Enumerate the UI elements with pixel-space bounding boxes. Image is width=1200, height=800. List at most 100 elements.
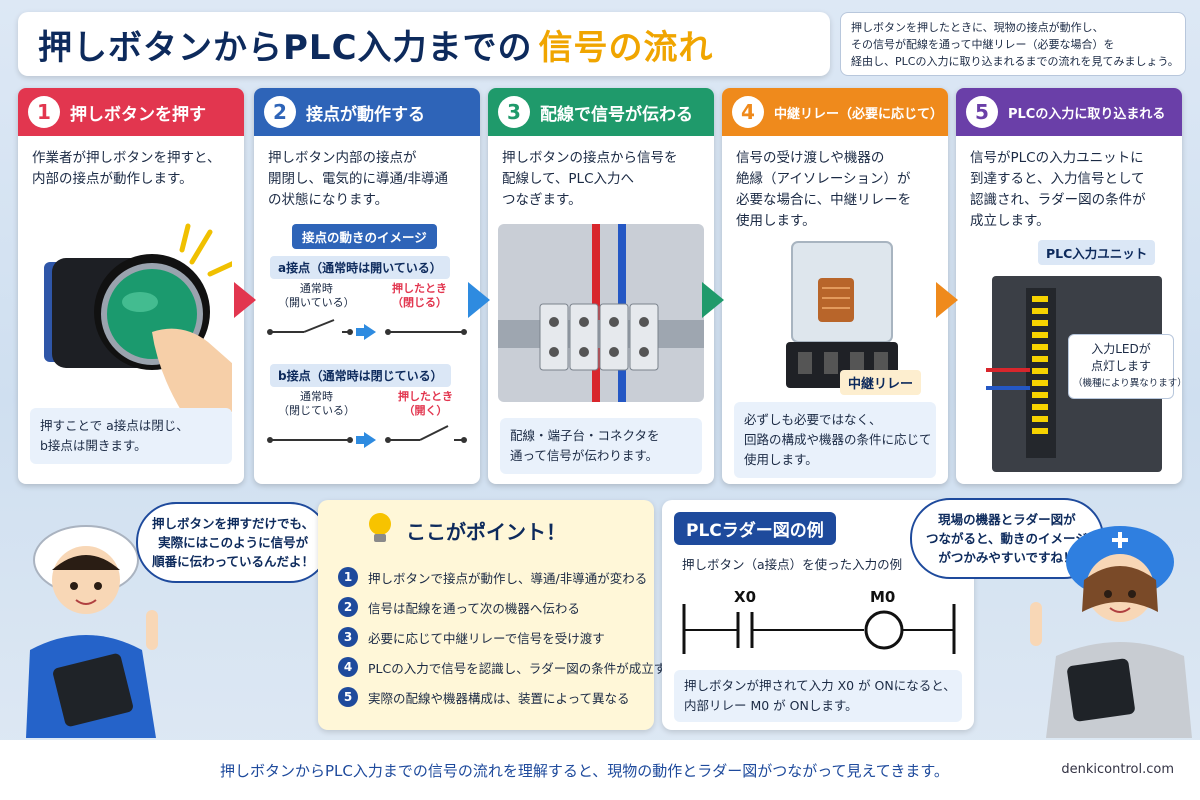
point-number: 2 xyxy=(338,597,358,617)
a-pressed-label: 押したとき （閉じる） xyxy=(392,282,447,310)
desc-line: 内部の接点が動作します。 xyxy=(32,171,193,187)
note-line: 回路の構成や機器の条件に応じて xyxy=(744,432,932,447)
note-line: 内部リレー M0 が ONします。 xyxy=(684,698,858,713)
ladder-note: 押しボタンが押されて入力 X0 が ONになると、 内部リレー M0 が ONし… xyxy=(674,670,962,722)
desc-line: 押しボタンの接点から信号を xyxy=(502,150,678,166)
b-contact-label: b接点（通常時は閉じている） xyxy=(270,364,451,387)
point-number: 3 xyxy=(338,627,358,647)
point-text: PLCの入力で信号を認識し、ラダー図の条件が成立する xyxy=(368,660,679,676)
point-item: 1 押しボタンで接点が動作し、導通/非導通が変わる xyxy=(338,566,647,588)
engineer-character-left xyxy=(26,525,158,738)
contact-panel-title: 接点の動きのイメージ xyxy=(292,224,437,249)
step-header: 3 配線で信号が伝わる xyxy=(488,88,714,136)
desc-line: 開閉し、電気的に導通/非導通 xyxy=(268,171,449,187)
b-normal-label: 通常時 （閉じている） xyxy=(278,390,355,418)
step-description: 信号の受け渡しや機器の 絶縁（アイソレーション）が 必要な場合に、中継リレーを … xyxy=(722,136,948,232)
step-description: 押しボタン内部の接点が 開閉し、電気的に導通/非導通 の状態になります。 xyxy=(254,136,480,211)
note-line: 押すことで a接点は閉じ、 xyxy=(40,418,189,433)
note-line: 通って信号が伝わります。 xyxy=(510,448,659,463)
speech-bubble-right: 現場の機器とラダー図が つながると、動きのイメージ がつかみやすいですね！ xyxy=(910,498,1104,579)
point-item: 2 信号は配線を通って次の機器へ伝わる xyxy=(338,596,580,618)
step-card-5: 5 PLCの入力に取り込まれる 信号がPLCの入力ユニットに 到達すると、入力信… xyxy=(956,88,1182,484)
step-card-1: 1 押しボタンを押す 作業者が押しボタンを押すと、 内部の接点が動作します。 押… xyxy=(18,88,244,484)
desc-line: 使用します。 xyxy=(736,213,816,229)
point-item: 4 PLCの入力で信号を認識し、ラダー図の条件が成立する xyxy=(338,656,679,678)
ladder-title: PLCラダー図の例 xyxy=(674,512,836,545)
ladder-diagram: X0 M0 xyxy=(682,588,956,654)
note-line: 入力LEDが xyxy=(1091,342,1151,356)
ladder-contact-label: X0 xyxy=(734,588,756,606)
point-item: 3 必要に応じて中継リレーで信号を受け渡す xyxy=(338,626,605,648)
speech-line: 押しボタンを押すだけでも、 xyxy=(152,516,315,531)
step-description: 作業者が押しボタンを押すと、 内部の接点が動作します。 xyxy=(18,136,244,190)
step-header: 5 PLCの入力に取り込まれる xyxy=(956,88,1182,136)
step-description: 押しボタンの接点から信号を 配線して、PLC入力へ つなぎます。 xyxy=(488,136,714,211)
step-note: 必ずしも必要ではなく、 回路の構成や機器の条件に応じて 使用します。 xyxy=(734,402,936,478)
step-number: 5 xyxy=(966,96,998,128)
intro-line: その信号が配線を通って中継リレー（必要な場合）を xyxy=(851,38,1115,51)
a-normal-label: 通常時 （開いている） xyxy=(278,282,355,310)
note-line: 配線・端子台・コネクタを xyxy=(510,428,660,443)
step-title: 配線で信号が伝わる xyxy=(540,104,693,125)
title-bar: 押しボタンからPLC入力までの 信号の流れ xyxy=(18,12,830,76)
label-line: 通常時 xyxy=(300,390,333,403)
point-number: 5 xyxy=(338,687,358,707)
step-header: 2 接点が動作する xyxy=(254,88,480,136)
speech-line: つながると、動きのイメージ xyxy=(926,531,1088,546)
engineer-character-right xyxy=(1030,526,1192,738)
desc-line: 到達すると、入力信号として xyxy=(970,171,1145,187)
intro-line: 押しボタンを押したときに、現物の接点が動作し、 xyxy=(851,21,1104,34)
intro-line: 経由し、PLCの入力に取り込まれるまでの流れを見てみましょう。 xyxy=(851,55,1179,68)
step-card-4: 4 中継リレー（必要に応じて） 信号の受け渡しや機器の 絶縁（アイソレーション）… xyxy=(722,88,948,484)
led-note: 入力LEDが 点灯します （機種により異なります） xyxy=(1068,334,1182,399)
note-line: 使用します。 xyxy=(744,452,818,467)
point-box: ここがポイント！ 1 押しボタンで接点が動作し、導通/非導通が変わる 2 信号は… xyxy=(318,500,679,730)
terminal-block-illustration xyxy=(498,224,704,402)
note-line: b接点は開きます。 xyxy=(40,438,147,453)
desc-line: 認識され、ラダー図の条件が xyxy=(970,192,1146,208)
desc-line: 押しボタン内部の接点が xyxy=(268,150,417,166)
desc-line: 必要な場合に、中継リレーを xyxy=(736,192,912,208)
relay-label: 中継リレー xyxy=(840,370,922,395)
point-text: 必要に応じて中継リレーで信号を受け渡す xyxy=(368,630,605,646)
step-number: 3 xyxy=(498,96,530,128)
label-line: （開いている） xyxy=(278,296,355,309)
label-line: （閉じている） xyxy=(278,404,355,417)
b-pressed-label: 押したとき （開く） xyxy=(398,390,453,418)
a-contact-label: a接点（通常時は開いている） xyxy=(270,256,450,279)
contact-panel: 接点の動きのイメージ a接点（通常時は開いている） 通常時 （開いている） 押し… xyxy=(264,220,470,470)
flow-arrow xyxy=(702,282,724,318)
step-title: PLCの入力に取り込まれる xyxy=(1008,106,1166,122)
footer: 押しボタンからPLC入力までの信号の流れを理解すると、現物の動作とラダー図がつな… xyxy=(0,740,1200,800)
step-card-2: 2 接点が動作する 押しボタン内部の接点が 開閉し、電気的に導通/非導通 の状態… xyxy=(254,88,480,484)
point-text: 押しボタンで接点が動作し、導通/非導通が変わる xyxy=(368,570,648,586)
label-line: 押したとき xyxy=(392,282,447,295)
speech-line: 現場の機器とラダー図が xyxy=(938,512,1076,527)
desc-line: 配線して、PLC入力へ xyxy=(502,171,635,187)
step-title: 中継リレー（必要に応じて） xyxy=(774,106,944,122)
speech-bubble-left: 押しボタンを押すだけでも、 実際にはこのように信号が 順番に伝わっているんだよ！ xyxy=(136,502,331,583)
desc-line: 作業者が押しボタンを押すと、 xyxy=(32,150,221,166)
point-text: 実際の配線や機器構成は、装置によって異なる xyxy=(368,690,630,706)
step-number: 4 xyxy=(732,96,764,128)
desc-line: の状態になります。 xyxy=(268,192,389,208)
push-button-illustration xyxy=(44,223,232,412)
lightbulb-icon xyxy=(369,513,391,542)
flow-arrow xyxy=(234,282,256,318)
point-title: ここがポイント！ xyxy=(406,520,566,544)
step-title: 押しボタンを押す xyxy=(70,104,206,125)
point-item: 5 実際の配線や機器構成は、装置によって異なる xyxy=(338,686,630,708)
title-highlight: 信号の流れ xyxy=(538,27,714,68)
speech-line: 実際にはこのように信号が xyxy=(158,535,309,550)
footer-text: 押しボタンからPLC入力までの信号の流れを理解すると、現物の動作とラダー図がつな… xyxy=(220,762,949,780)
plc-unit-label: PLC入力ユニット xyxy=(1038,240,1156,265)
speech-line: 順番に伝わっているんだよ！ xyxy=(152,554,315,569)
speech-line: がつかみやすいですね！ xyxy=(938,550,1076,565)
label-line: 押したとき xyxy=(398,390,453,403)
flow-arrow xyxy=(468,282,490,318)
step-note: 配線・端子台・コネクタを 通って信号が伝わります。 xyxy=(500,418,702,474)
label-line: （開く） xyxy=(403,404,448,417)
ladder-subtitle: 押しボタン（a接点）を使った入力の例 xyxy=(682,557,903,572)
ladder-coil-label: M0 xyxy=(870,588,895,606)
intro-box: 押しボタンを押したときに、現物の接点が動作し、 その信号が配線を通って中継リレー… xyxy=(840,12,1186,76)
